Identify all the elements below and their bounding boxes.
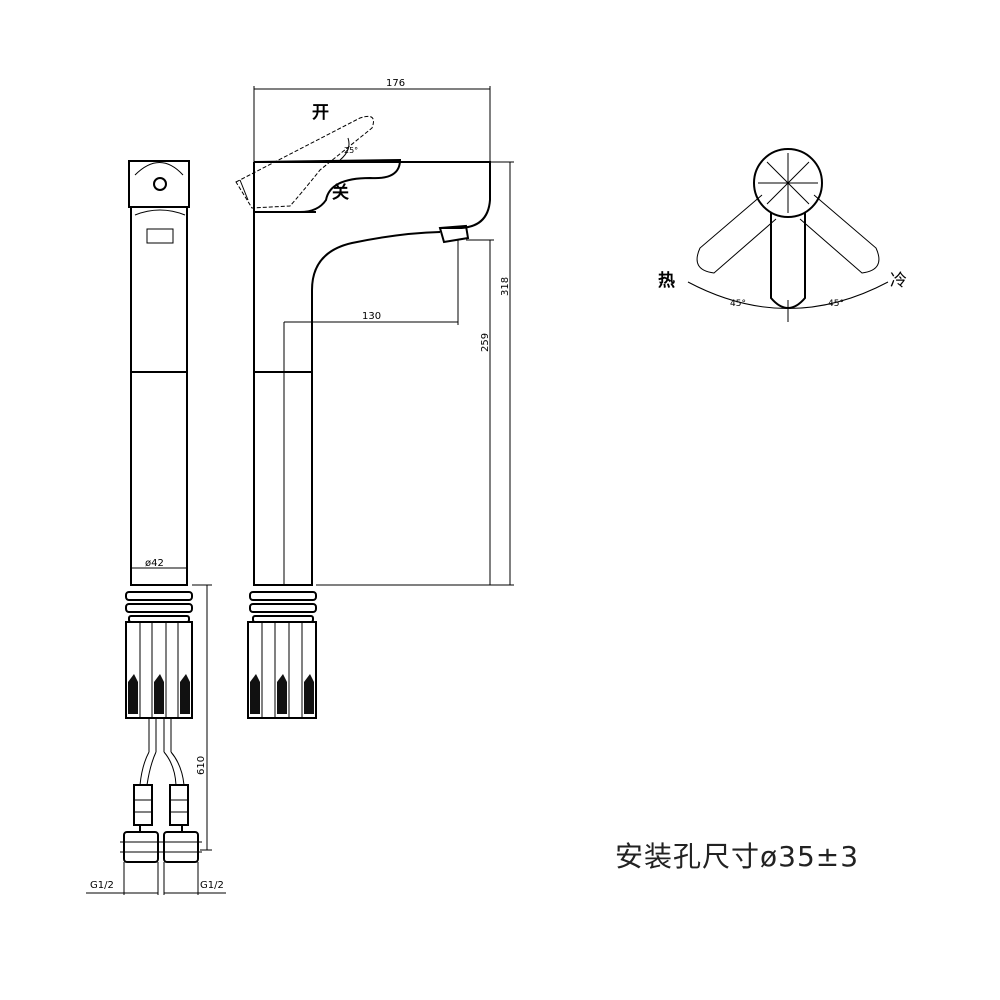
- dim-spout-height-label: 259: [480, 333, 491, 352]
- top-handle-circle: [753, 148, 823, 218]
- front-aerator: [146, 228, 174, 244]
- front-body: [130, 372, 188, 586]
- side-base-rings: [249, 591, 317, 623]
- label-close: 关: [332, 182, 349, 203]
- side-lever-closed: [253, 158, 402, 213]
- label-hot: 热: [658, 270, 675, 291]
- side-lever-open-end: [239, 179, 249, 201]
- side-spout-outlet: [438, 224, 470, 244]
- dim-spout-reach: 130: [283, 240, 459, 585]
- label-open: 开: [312, 103, 329, 123]
- top-lever-cold: [799, 194, 880, 274]
- side-spout-top: [254, 161, 491, 229]
- dim-body-diameter: ø42: [131, 558, 187, 569]
- top-lever-hot: [696, 194, 777, 274]
- dim-threads: G1/2 G1/2: [86, 862, 226, 895]
- front-neck: [130, 207, 188, 372]
- top-angle-left-label: 45°: [730, 299, 746, 309]
- top-lever-center: [770, 213, 806, 309]
- dim-total-height-label: 318: [500, 277, 511, 296]
- installation-hole-caption: 安装孔尺寸ø35±3: [615, 840, 859, 873]
- front-base-rings: [125, 591, 193, 623]
- front-handle-dot: [153, 177, 167, 191]
- front-neck-curve: [134, 209, 186, 216]
- dim-thread-right-label: G1/2: [200, 880, 224, 891]
- front-hoses: [120, 718, 202, 863]
- side-lever-open: [235, 115, 374, 209]
- side-mounting-nut: [247, 621, 317, 719]
- dim-hose-length-label: 610: [196, 756, 207, 775]
- dim-top-width: 176: [253, 78, 491, 162]
- front-handle-dome: [134, 162, 184, 176]
- dim-hose-length: 610: [192, 584, 212, 851]
- dim-total-height: 318: [316, 161, 514, 586]
- top-handle-knurl: [758, 153, 818, 213]
- side-spout-curve: [311, 231, 441, 372]
- front-handle-block: [128, 160, 190, 208]
- dim-body-diameter-label: ø42: [145, 558, 164, 569]
- side-body: [253, 162, 313, 586]
- dim-top-width-label: 176: [386, 78, 405, 89]
- side-handle-angle-arc: [339, 137, 350, 161]
- dim-spout-reach-label: 130: [362, 311, 381, 322]
- top-angle-right-label: 45°: [828, 299, 844, 309]
- side-handle-angle-label: 25°: [344, 146, 358, 155]
- side-view: 25° 开 关 176 318: [235, 78, 514, 719]
- front-mounting-nut: [125, 621, 193, 719]
- dim-spout-height: 259: [466, 239, 494, 585]
- dim-thread-left-label: G1/2: [90, 880, 114, 891]
- front-view: ø42 610 G1/2 G1/2: [86, 160, 226, 895]
- label-cold: 冷: [890, 271, 907, 291]
- top-view: 45° 45° 热 冷: [658, 148, 907, 322]
